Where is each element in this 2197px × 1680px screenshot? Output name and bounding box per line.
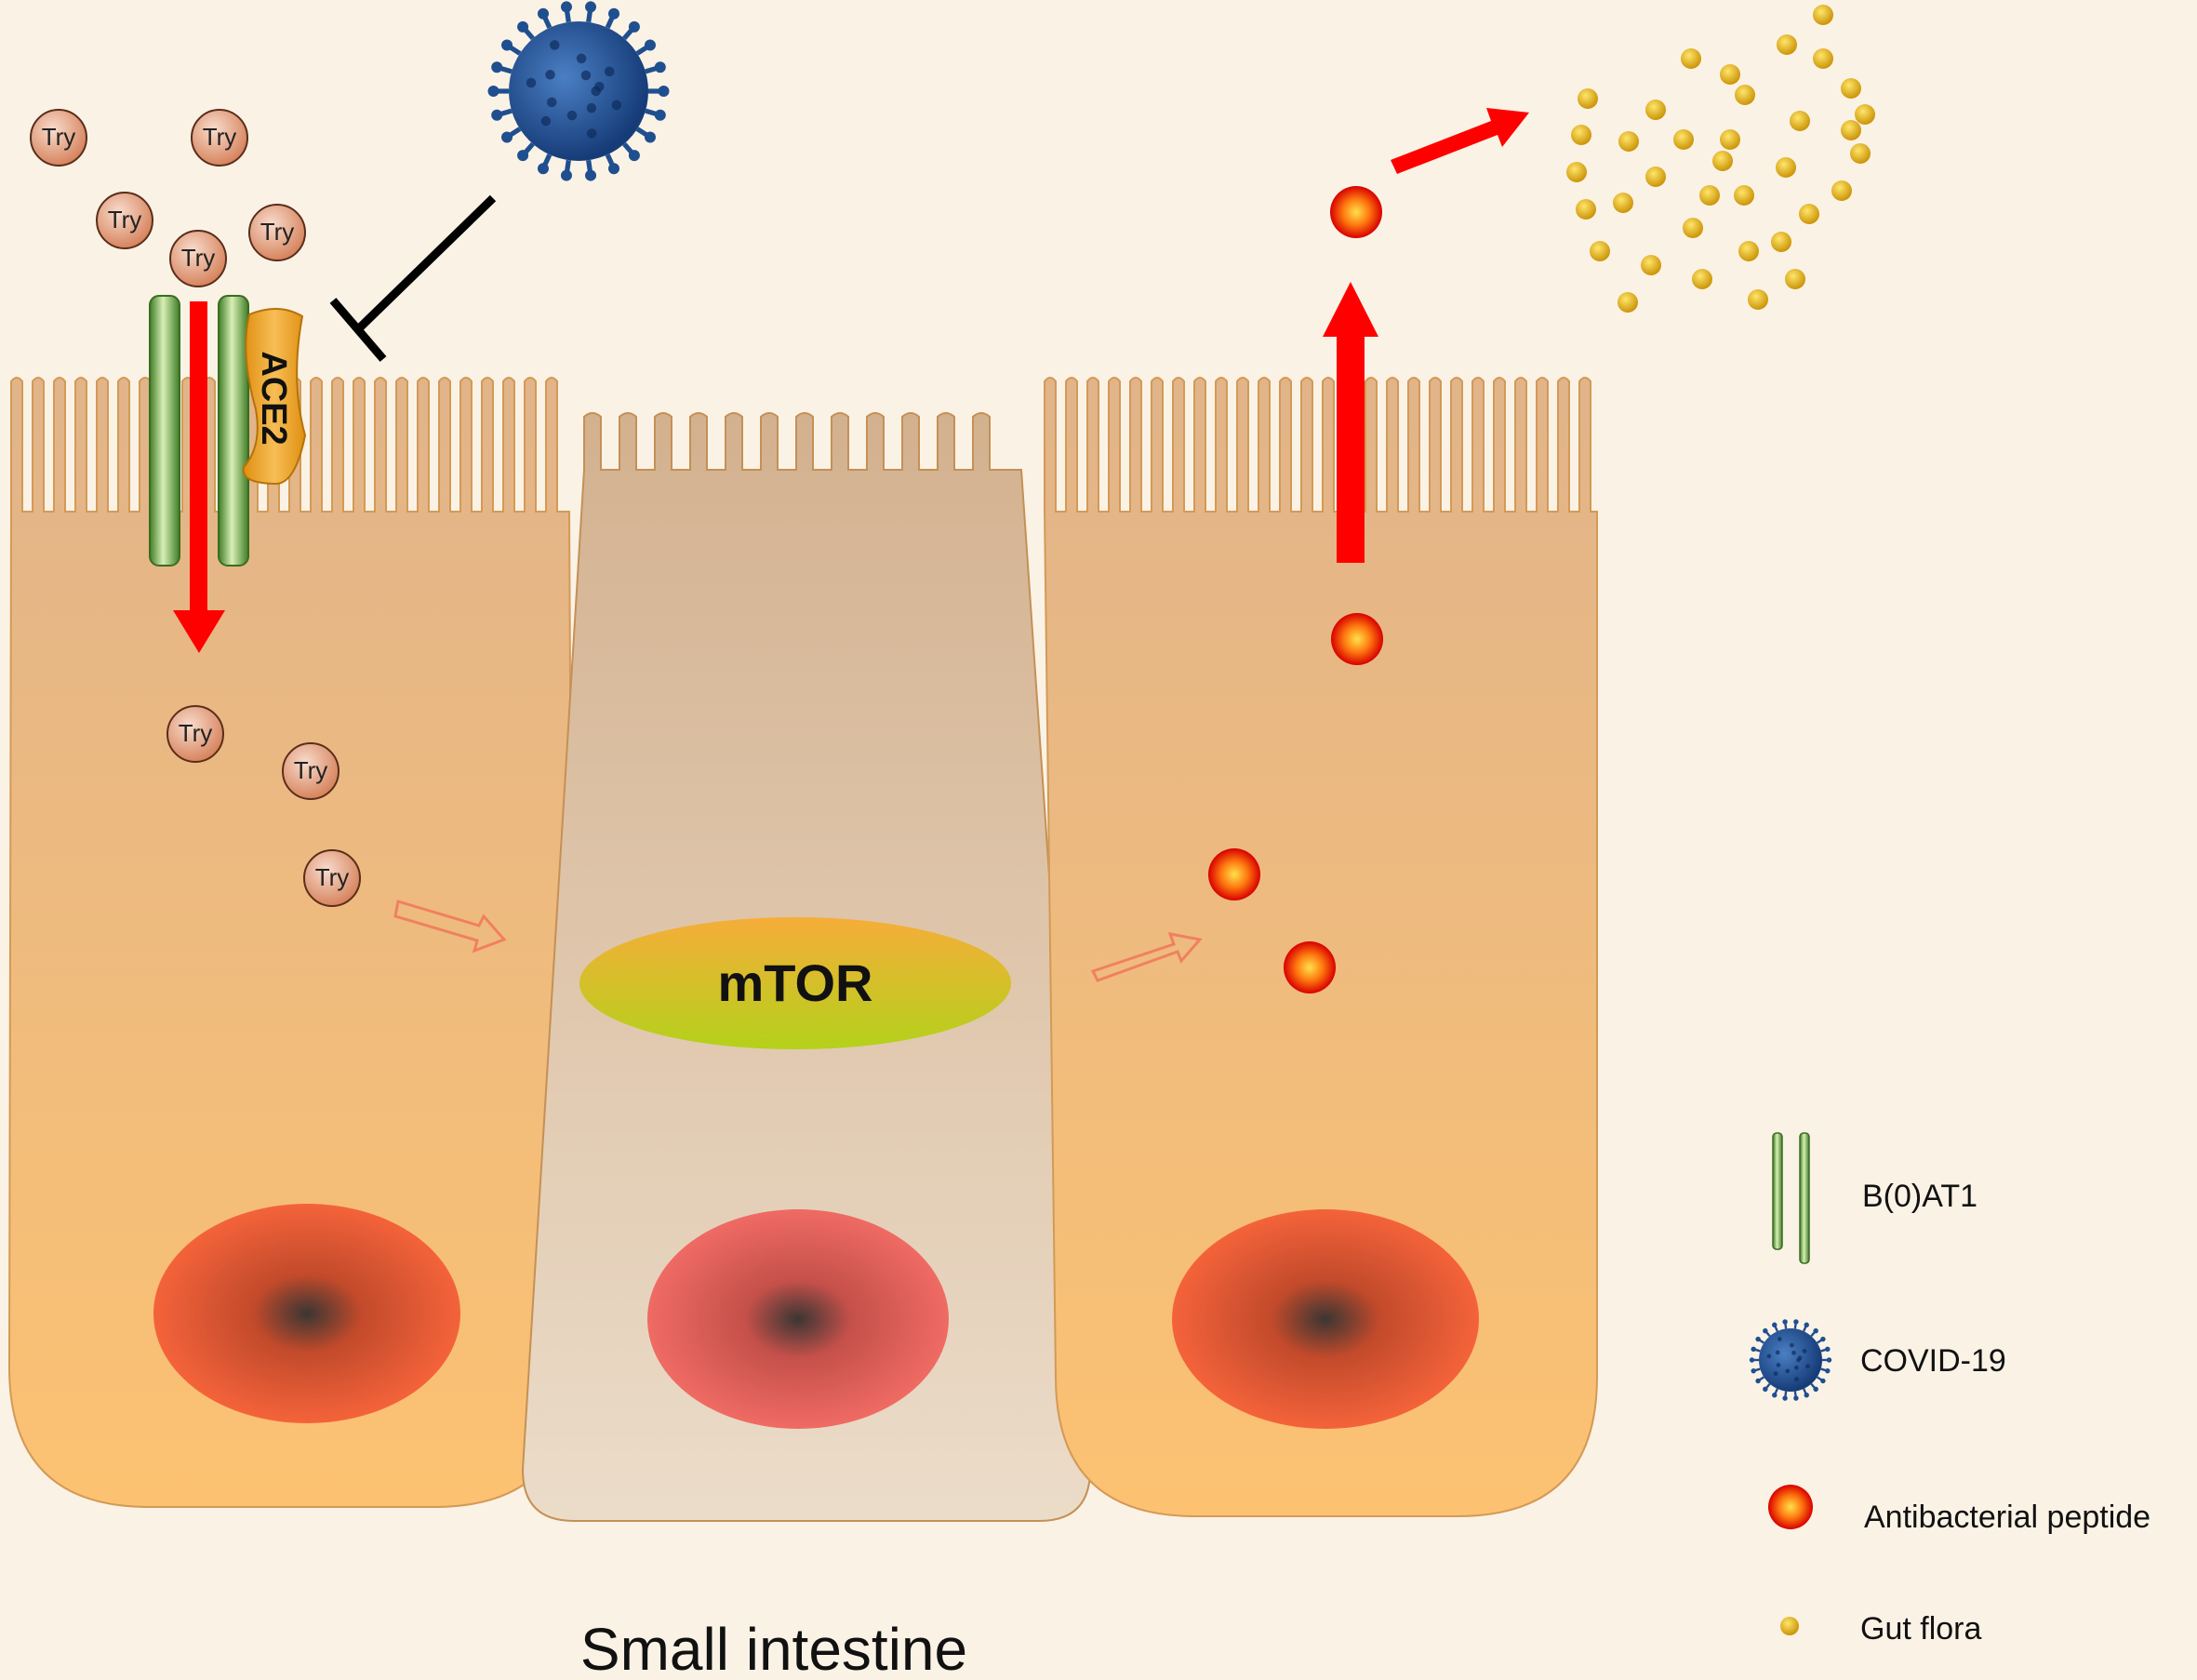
gut-flora-bacterium (1712, 151, 1733, 171)
antibacterial-peptide (1331, 613, 1383, 665)
antibacterial-peptides (1208, 186, 1383, 993)
gut-flora-bacterium (1618, 131, 1639, 152)
gut-flora-bacterium (1720, 129, 1740, 150)
tryptophan-molecule: Try (166, 705, 224, 763)
legend-item-antibacterial-peptide: Antibacterial peptide (1768, 1485, 2150, 1535)
legend-label-gut-flora: Gut flora (1860, 1611, 1981, 1647)
gut-flora-bacterium (1673, 129, 1694, 150)
gut-flora-cluster (1566, 5, 1875, 313)
antibacterial-peptide (1208, 848, 1260, 900)
tryptophan-label: Try (315, 863, 350, 891)
gut-flora-bacterium (1613, 193, 1633, 213)
middle-nucleus (647, 1209, 949, 1429)
inhibition-line (329, 194, 497, 362)
gut-flora-bacterium (1813, 48, 1833, 69)
antibacterial-action-arrow (1391, 108, 1529, 174)
virus-icon (1749, 1319, 1832, 1401)
legend-item-covid-19: COVID-19 (1749, 1319, 2006, 1401)
mtor-label: mTOR (718, 953, 873, 1012)
tryptophan-molecule: Try (191, 109, 248, 167)
gut-flora-bacterium (1738, 241, 1759, 261)
antibacterial-peptide (1284, 941, 1336, 993)
ace2-label: ACE2 (254, 351, 293, 445)
signal-arrow-from-mtor (1090, 932, 1203, 982)
gut-flora-bacterium (1683, 218, 1703, 238)
covid-19-virus (487, 1, 670, 181)
gut-flora-bacterium (1692, 269, 1712, 289)
legend-label-covid-19: COVID-19 (1860, 1343, 2006, 1379)
tryptophan-molecule: Try (303, 849, 361, 907)
gut-flora-bacterium (1590, 241, 1610, 261)
legend-item-b0at1: B(0)AT1 (1772, 1132, 1977, 1264)
gut-flora-bacterium (1855, 104, 1875, 125)
tryptophan-label: Try (42, 123, 76, 151)
right-nucleus (1172, 1209, 1479, 1429)
ace2-receptor: ACE2 (242, 308, 307, 486)
tryptophan-molecule: Try (30, 109, 87, 167)
legend-item-gut-flora: Gut flora (1780, 1611, 1981, 1647)
legend: B(0)AT1 COVID-19 Antibacterial peptide G… (1749, 1132, 2150, 1647)
gut-flora-bacterium (1841, 78, 1861, 99)
gut-flora-bacterium (1699, 185, 1720, 206)
tryptophan-label: Try (260, 218, 295, 246)
tryptophan-molecule: Try (96, 192, 153, 249)
signal-arrow-to-mtor (393, 900, 507, 953)
gut-flora-bacterium (1831, 180, 1852, 201)
tryptophan-label: Try (179, 719, 213, 747)
gut-flora-bacterium (1641, 255, 1661, 275)
gut-flora-bacterium (1681, 48, 1701, 69)
tryptophan-molecule: Try (282, 742, 340, 800)
gut-flora-bacterium (1771, 232, 1791, 252)
gut-flora-bacterium (1790, 111, 1810, 131)
gut-flora-bacterium (1734, 185, 1754, 206)
tryptophan-label: Try (108, 206, 142, 233)
left-nucleus (153, 1204, 460, 1423)
gut-flora-bacterium (1576, 199, 1596, 220)
gut-flora-bacterium (1571, 125, 1591, 145)
mtor-complex: mTOR (579, 917, 1011, 1049)
gut-flora-icon (1780, 1617, 1799, 1635)
left-enterocyte (7, 377, 576, 1508)
tryptophan-label: Try (203, 123, 237, 151)
gut-flora-bacterium (1841, 120, 1861, 140)
antibacterial-peptide (1330, 186, 1382, 238)
tryptophan-label: Try (181, 244, 216, 272)
gut-flora-bacterium (1799, 204, 1819, 224)
tryptophan-label: Try (294, 756, 328, 784)
tryptophan-uptake-arrow (173, 301, 225, 653)
gut-flora-bacterium (1813, 5, 1833, 25)
gut-flora-bacterium (1735, 85, 1755, 105)
gut-flora-bacterium (1566, 162, 1587, 182)
gut-flora-bacterium (1777, 34, 1797, 55)
gut-flora-bacterium (1748, 289, 1768, 310)
gut-flora-bacterium (1776, 157, 1796, 178)
tryptophan-molecule: Try (248, 204, 306, 261)
diagram-caption: Small intestine (580, 1616, 967, 1680)
gut-flora-bacterium (1618, 292, 1638, 313)
tryptophan-molecule: Try (169, 230, 227, 287)
gut-flora-bacterium (1578, 88, 1598, 109)
secretion-arrow (1323, 282, 1378, 563)
b0at1-transporter (149, 295, 249, 567)
gut-flora-bacterium (1720, 64, 1740, 85)
legend-label-b0at1: B(0)AT1 (1862, 1179, 1977, 1214)
b0at1-transporter-icon (1772, 1132, 1810, 1264)
antibacterial-peptide-icon (1768, 1485, 1813, 1529)
gut-flora-bacterium (1785, 269, 1805, 289)
gut-flora-bacterium (1645, 100, 1666, 120)
gut-flora-bacterium (1850, 143, 1871, 164)
legend-label-antibacterial-peptide: Antibacterial peptide (1864, 1500, 2150, 1535)
gut-flora-bacterium (1645, 167, 1666, 187)
